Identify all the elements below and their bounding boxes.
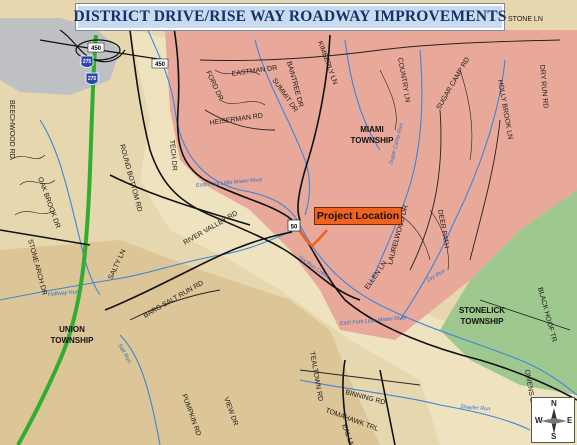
local-streets — [9, 69, 473, 271]
project-location-callout: Project Location — [314, 207, 402, 225]
major-roads — [0, 9, 577, 445]
union-township-area — [0, 240, 380, 445]
svg-text:275: 275 — [83, 59, 92, 65]
township-label-stonelick-2: TOWNSHIP — [461, 317, 505, 326]
stonelick-township-area — [440, 190, 577, 395]
map-title: DISTRICT DRIVE/RISE WAY ROADWAY IMPROVEM… — [73, 4, 506, 30]
township-label-miami: MIAMI — [360, 125, 384, 134]
stream-label: East Fork Little Miami River — [196, 177, 265, 189]
svg-text:450: 450 — [91, 46, 102, 52]
road-label: BEECHWOOD RD — [8, 100, 15, 159]
secondary-roads — [129, 39, 571, 386]
shield-275b: 275 — [85, 72, 99, 85]
shield-450b: 450 — [151, 58, 169, 69]
interstate-275 — [16, 34, 98, 445]
compass-south: S — [551, 432, 557, 441]
shield-275a: 275 — [80, 55, 94, 68]
stream-label: Halfway Run — [48, 289, 80, 298]
road-label: STONE LN — [508, 16, 543, 23]
stream-label: Shayler Run — [460, 404, 491, 413]
township-label-union: UNION — [59, 325, 85, 334]
shield-450a: 450 — [87, 42, 105, 53]
compass-star-icon — [541, 408, 567, 434]
road-label: TECH DR — [168, 140, 178, 172]
compass-rose: N S W E — [531, 397, 575, 443]
stream-label: East Fork Little Miami River — [340, 315, 409, 327]
township-label-union-2: TOWNSHIP — [51, 336, 95, 345]
svg-text:450: 450 — [155, 62, 166, 68]
compass-east: E — [567, 416, 573, 425]
road-label: DRY RUN RD — [538, 65, 549, 109]
streams — [0, 9, 577, 445]
township-label-stonelick: STONELICK — [459, 306, 505, 315]
compass-west: W — [535, 416, 543, 425]
svg-text:50: 50 — [291, 225, 298, 231]
project-marker — [296, 227, 328, 248]
compass-north: N — [551, 399, 557, 408]
shield-us50: 50 — [287, 219, 301, 232]
township-label-miami-2: TOWNSHIP — [351, 136, 395, 145]
miami-township-area — [165, 30, 577, 340]
svg-text:275: 275 — [88, 76, 97, 82]
